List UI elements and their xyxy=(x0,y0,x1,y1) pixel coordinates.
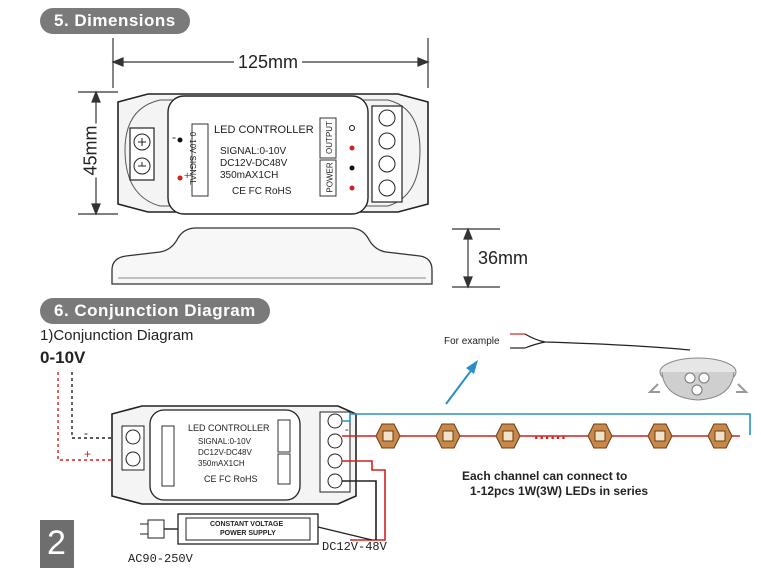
controller-2-spec-3: 350mAX1CH xyxy=(198,459,245,468)
controller-spec-3: 350mAX1CH xyxy=(220,170,279,181)
channel-note-line-1: Each channel can connect to xyxy=(462,469,628,483)
controller-certs: CE FC RoHS xyxy=(232,186,292,197)
controller-2-certs: CE FC RoHS xyxy=(204,474,258,484)
dc-output-label: DC12V-48V xyxy=(322,540,387,554)
width-label: 125mm xyxy=(234,52,303,73)
example-label: For example xyxy=(444,336,500,347)
led-series-wires xyxy=(342,413,751,541)
led-dots: ...... xyxy=(534,426,567,443)
controller-title: LED CONTROLLER xyxy=(214,124,314,136)
led-1 xyxy=(375,423,401,449)
controller-top-view xyxy=(117,93,429,215)
dimensions-section-title: 5. Dimensions xyxy=(40,8,190,34)
controller-2-spec-2: DC12V-DC48V xyxy=(198,448,252,457)
output-port-label: OUTPUT xyxy=(324,121,334,154)
power-supply-line-1: CONSTANT VOLTAGE xyxy=(210,521,284,528)
controller-2-title: LED CONTROLLER xyxy=(188,423,270,433)
example-arrow xyxy=(445,360,478,405)
controller-side-view xyxy=(111,227,433,285)
led-3 xyxy=(495,423,521,449)
signal-input-wires xyxy=(57,372,122,461)
height-label: 45mm xyxy=(80,123,102,178)
input-plus-label: + xyxy=(84,447,92,461)
page-number-box xyxy=(40,520,74,568)
led-chain xyxy=(375,423,733,449)
top-minus-label: - xyxy=(172,130,176,144)
example-wire xyxy=(510,333,691,351)
power-supply xyxy=(140,513,373,545)
downlight-image xyxy=(647,357,749,401)
controller-spec-2: DC12V-DC48V xyxy=(220,158,288,169)
input-signal-label: 0-10V xyxy=(40,348,86,367)
controller-connection-view xyxy=(111,405,357,505)
depth-dimension xyxy=(452,227,500,289)
power-supply-line-2: POWER SUPPLY xyxy=(220,530,276,537)
led-4 xyxy=(587,423,613,449)
power-port-label: POWER xyxy=(325,162,335,193)
channel-note-line-2: 1-12pcs 1W(3W) LEDs in series xyxy=(470,484,649,498)
controller-spec-1: SIGNAL:0-10V xyxy=(220,146,287,157)
ac-input-label: AC90-250V xyxy=(128,552,193,566)
led-6 xyxy=(707,423,733,449)
output-minus-label: - xyxy=(345,424,349,436)
led-2 xyxy=(435,423,461,449)
top-plus-label: + xyxy=(184,170,191,182)
controller-2-spec-1: SIGNAL:0-10V xyxy=(198,437,251,446)
input-minus-label: - xyxy=(84,426,88,440)
page-number: 2 xyxy=(47,524,66,562)
conjunction-subtitle: 1)Conjunction Diagram xyxy=(40,327,194,344)
led-5 xyxy=(647,423,673,449)
conjunction-section-title: 6. Conjunction Diagram xyxy=(40,298,270,324)
depth-label: 36mm xyxy=(478,248,529,268)
